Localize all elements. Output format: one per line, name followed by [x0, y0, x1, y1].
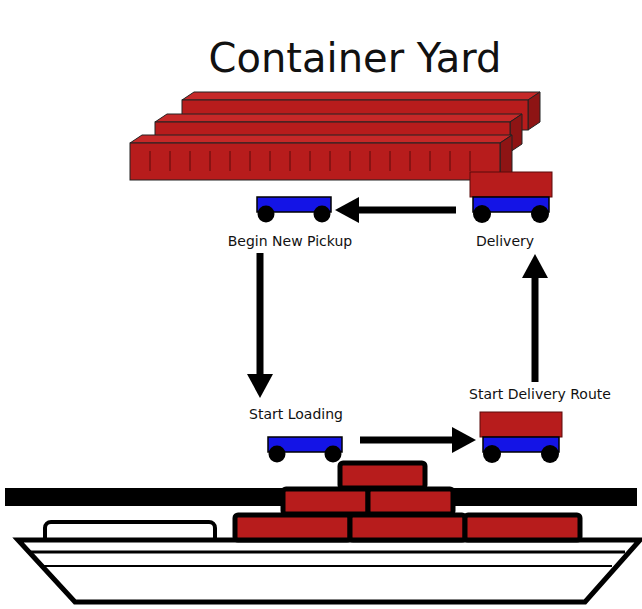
cart-wheel	[531, 205, 549, 223]
node-label: Start Loading	[196, 406, 396, 422]
cart-node: Start Delivery Route	[478, 410, 564, 464]
flow-arrow	[257, 253, 264, 375]
cart-shape	[266, 435, 344, 464]
cart-wheel	[325, 446, 342, 463]
cart-node: Start Loading	[266, 435, 344, 464]
cart-container	[480, 412, 562, 437]
flow-arrow	[360, 437, 453, 444]
cart-node: Delivery	[468, 170, 554, 224]
cart-wheel	[269, 446, 286, 463]
cart-wheel	[473, 205, 491, 223]
node-label: Begin New Pickup	[190, 233, 390, 249]
cart-wheel	[258, 206, 275, 223]
cart-shape	[255, 195, 333, 223]
diagram-title: Container Yard	[105, 34, 605, 82]
cart-wheel	[541, 445, 559, 463]
cart-shape	[468, 170, 554, 224]
ship-cargo	[235, 463, 580, 540]
flow-arrow	[532, 277, 539, 382]
flow-arrow	[358, 207, 456, 214]
cart-wheel	[314, 206, 331, 223]
cart-node: Begin New Pickup	[255, 195, 333, 223]
cart-container	[470, 172, 552, 197]
node-label: Delivery	[405, 233, 605, 249]
cart-wheel	[483, 445, 501, 463]
container-stack	[130, 92, 540, 180]
node-label: Start Delivery Route	[440, 386, 640, 402]
cart-shape	[478, 410, 564, 464]
